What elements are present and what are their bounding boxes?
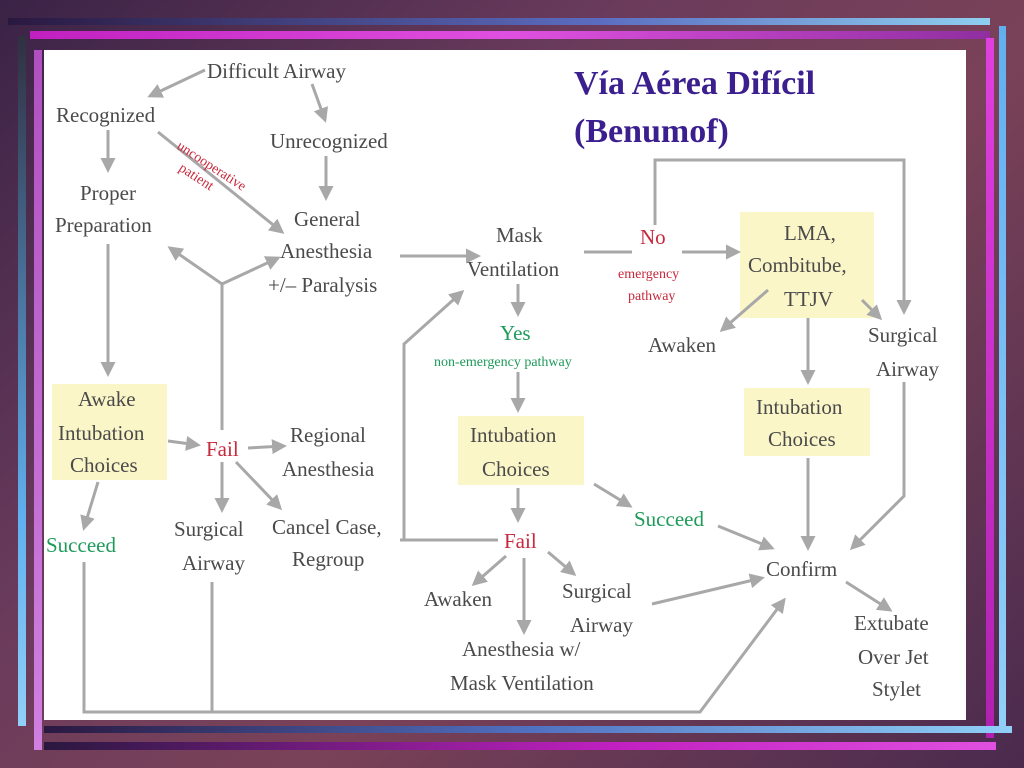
arrow-no-to-surgical (653, 158, 912, 315)
lma-box (740, 212, 874, 318)
arrow-confirm-to-extubate (845, 580, 893, 612)
arrow-recognized-to-general (157, 130, 285, 234)
node-awake-1: Awake (78, 387, 136, 411)
node-extubate-2: Over Jet (858, 645, 929, 669)
left-bar-cyan (18, 36, 26, 726)
node-intubation-right-2: Choices (768, 427, 836, 451)
title-line2: (Benumof) (574, 113, 729, 150)
arrow-succeed-to-confirm (717, 524, 775, 551)
node-regional-2: Anesthesia (282, 457, 375, 481)
arrow-fail-to-cancel (234, 460, 283, 511)
node-lma-3: TTJV (784, 287, 833, 311)
node-surgical-right-2: Airway (876, 357, 939, 381)
node-proper-1: Proper (80, 181, 136, 205)
node-awake-2: Intubation (58, 421, 145, 445)
node-extubate-3: Stylet (872, 677, 921, 701)
node-intubation-right-1: Intubation (756, 395, 843, 419)
node-recognized: Recognized (56, 103, 156, 127)
diagram-canvas: Vía Aérea Difícil (Benumof) Difficult Ai… (44, 50, 966, 720)
node-yes: Yes (500, 321, 531, 345)
arrow-awake-to-fail (167, 435, 201, 451)
left-bar-magenta (34, 50, 42, 750)
node-succeed-left: Succeed (46, 533, 116, 557)
node-surgical-left-2: Airway (182, 551, 245, 575)
connectors (80, 68, 912, 714)
node-extubate-1: Extubate (854, 611, 929, 635)
node-fail-mid: Fail (504, 529, 537, 553)
awake-intubation-box (52, 384, 167, 480)
node-awaken-right: Awaken (648, 333, 717, 357)
arrow-up-to-general (221, 256, 281, 286)
top-bar-magenta (30, 31, 990, 39)
node-general-3: +/– Paralysis (268, 273, 377, 297)
node-general-1: General (294, 207, 361, 231)
node-anesthesia-mask-2: Mask Ventilation (450, 671, 594, 695)
node-anesthesia-mask-1: Anesthesia w/ (462, 637, 581, 661)
node-surgical-mid-2: Airway (570, 613, 633, 637)
arrow-surgical-to-confirm (651, 573, 765, 606)
node-emergency-1: emergency (618, 267, 679, 282)
intubation-choices-right-box (744, 388, 870, 456)
node-difficult-airway: Difficult Airway (207, 59, 347, 83)
arrow-surgical-right-to-confirm (849, 382, 906, 551)
node-non-emergency: non-emergency pathway (434, 355, 572, 370)
node-intubation-mid-1: Intubation (470, 423, 557, 447)
node-intubation-mid-2: Choices (482, 457, 550, 481)
node-succeed-mid: Succeed (634, 507, 704, 531)
arrow-fail-to-awaken (471, 554, 507, 586)
node-no: No (640, 225, 666, 249)
node-confirm: Confirm (766, 557, 837, 581)
node-surgical-right-1: Surgical (868, 323, 938, 347)
node-surgical-mid-1: Surgical (562, 579, 632, 603)
arrow-fail-to-regional (247, 439, 287, 455)
arrow-lma-to-surgical (860, 298, 883, 321)
node-cancel-1: Cancel Case, (272, 515, 382, 539)
flowchart: Vía Aérea Difícil (Benumof) Difficult Ai… (46, 59, 939, 714)
node-cancel-2: Regroup (292, 547, 364, 571)
right-bar-magenta (986, 38, 994, 738)
arrow-up-to-proper (167, 246, 223, 286)
title-line1: Vía Aérea Difícil (574, 65, 815, 102)
node-proper-2: Preparation (55, 213, 152, 237)
bottom-bar-cyan (44, 726, 1012, 733)
node-mask-1: Mask (496, 223, 543, 247)
node-fail-left: Fail (206, 437, 239, 461)
node-awake-3: Choices (70, 453, 138, 477)
node-mask-2: Ventilation (467, 257, 560, 281)
arrow-lma-to-awaken (719, 288, 769, 332)
node-surgical-left-1: Surgical (174, 517, 244, 541)
arrow-intubation-to-succeed (593, 482, 633, 508)
node-awaken-mid: Awaken (424, 587, 493, 611)
bottom-bar-magenta (44, 742, 996, 750)
arrow-fail-to-surgical-mid (547, 550, 577, 576)
node-emergency-2: pathway (628, 289, 675, 304)
arrow-difficult-to-unrecognized (310, 83, 328, 123)
arrow-awake-to-succeed (80, 481, 100, 531)
intubation-choices-mid-box (458, 416, 584, 485)
arrow-difficult-to-recognized (147, 68, 206, 98)
node-general-2: Anesthesia (280, 239, 373, 263)
top-bar-dark (8, 18, 990, 25)
node-lma-1: LMA, (784, 221, 836, 245)
arrow-succeed-left-to-confirm (82, 562, 786, 714)
node-regional-1: Regional (290, 423, 366, 447)
arrow-fail-back-to-mask (402, 289, 498, 542)
node-lma-2: Combitube, (748, 253, 847, 277)
node-unrecognized: Unrecognized (270, 129, 388, 153)
right-bar-cyan (999, 26, 1006, 726)
